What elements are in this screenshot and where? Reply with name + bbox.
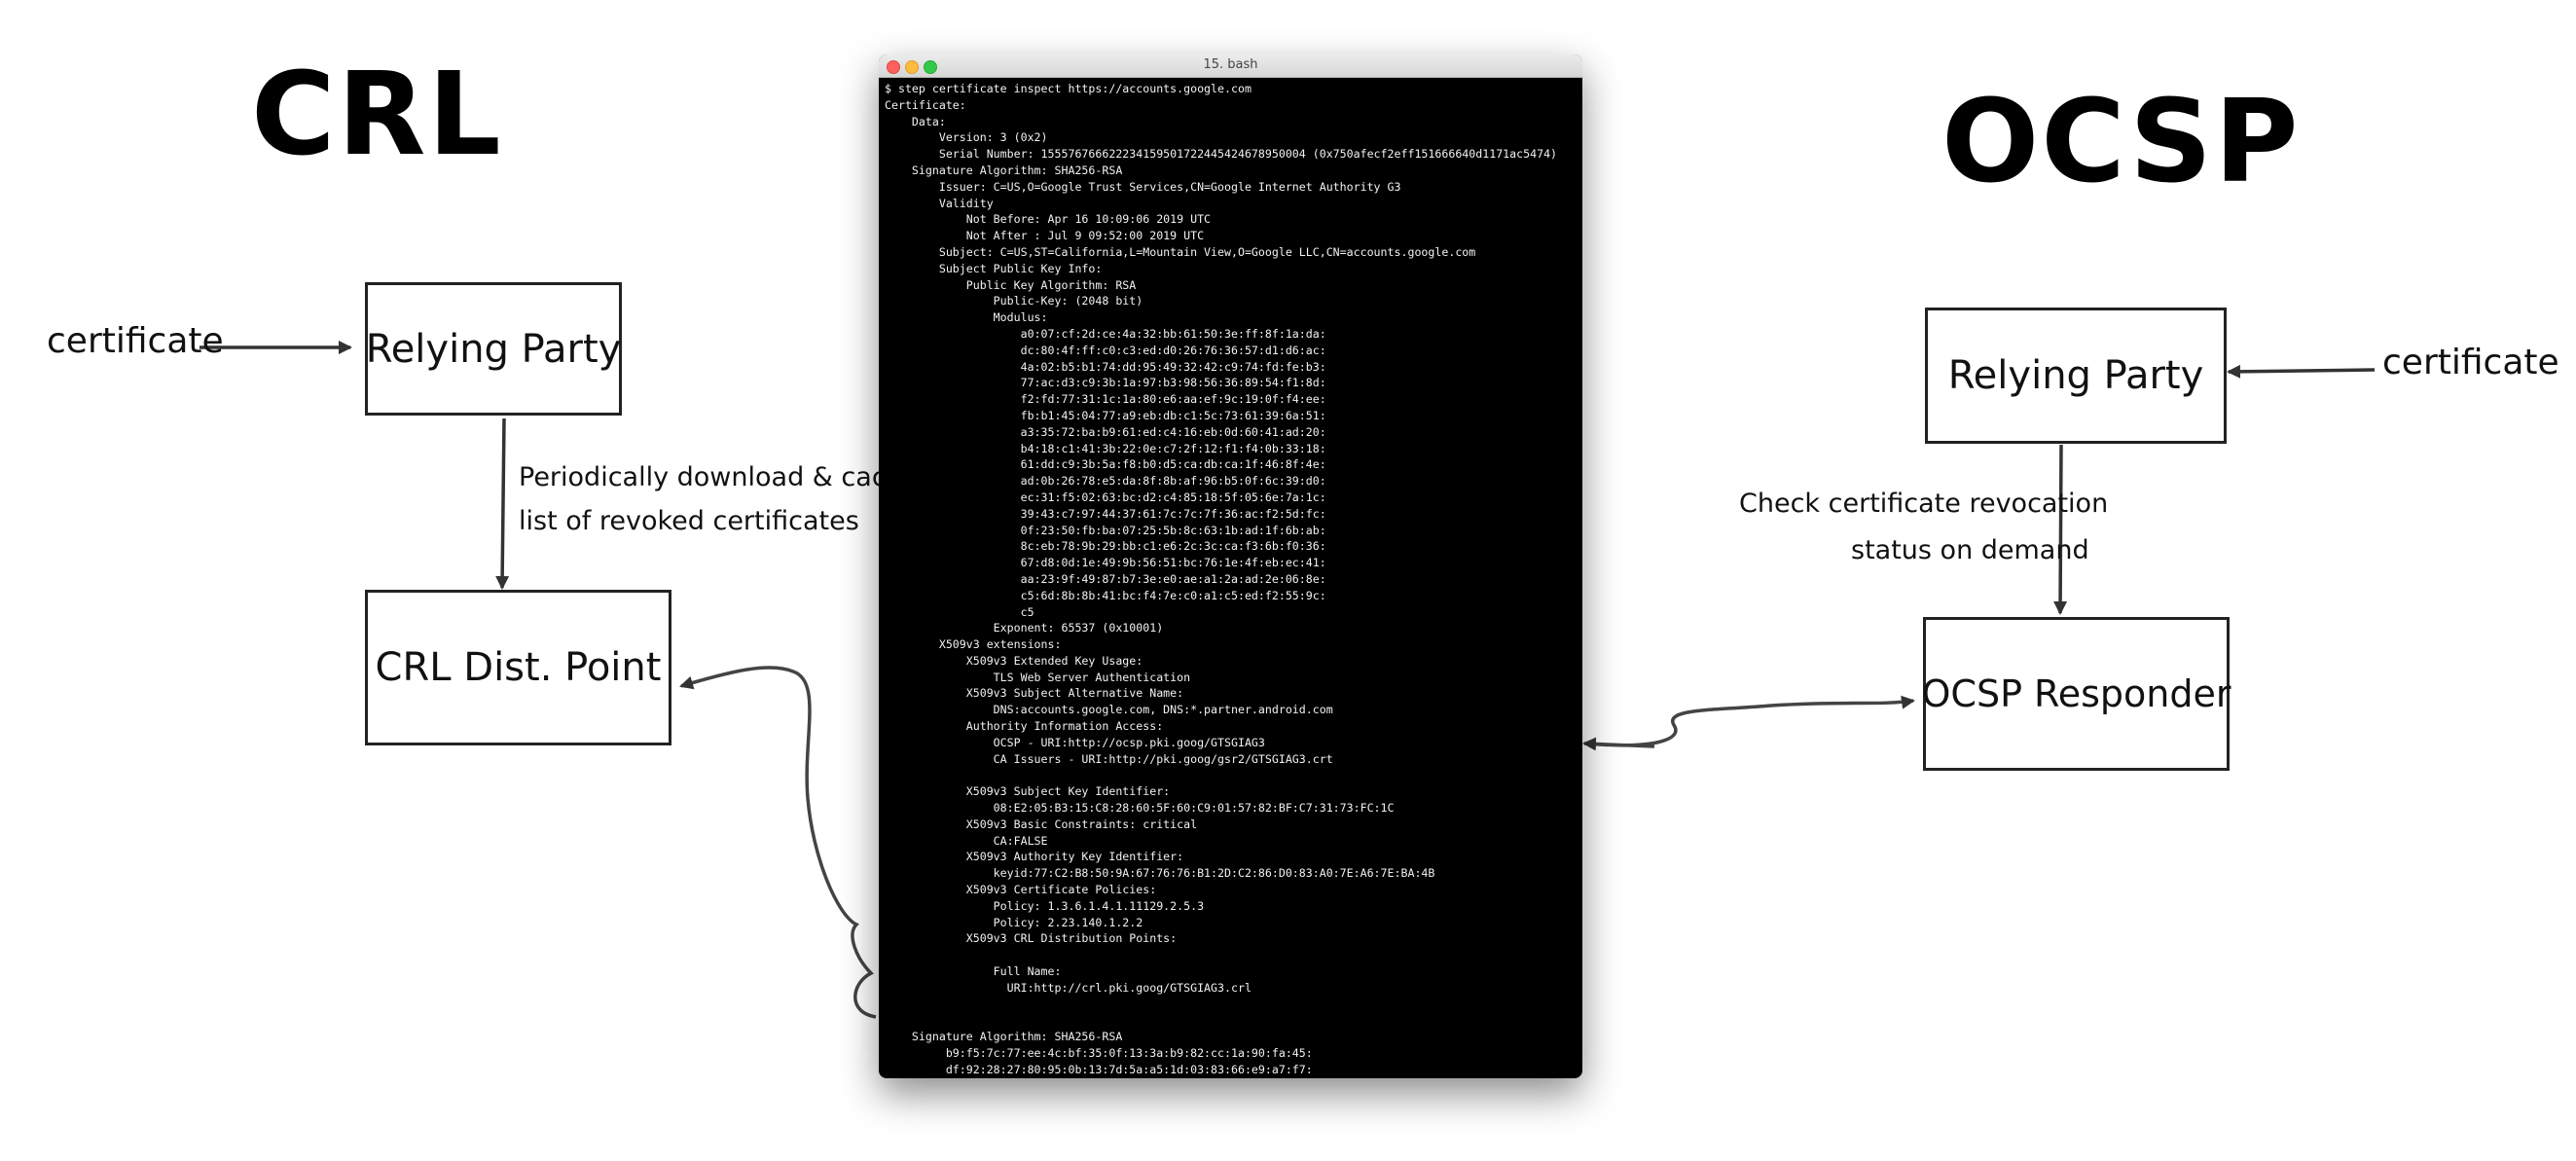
terminal-line: Subject Public Key Info:	[885, 261, 1103, 275]
terminal-line: a0:07:cf:2d:ce:4a:32:bb:61:50:3e:ff:8f:1…	[885, 326, 1326, 341]
terminal-line: $ step certificate inspect https://accou…	[885, 82, 1252, 95]
terminal-line: URI:http://crl.pki.goog/GTSGIAG3.crl	[885, 980, 1252, 995]
terminal-line	[885, 947, 1577, 963]
ocsp-responder-box: OCSP Responder	[1921, 617, 2231, 771]
terminal-line: X509v3 Authority Key Identifier:	[885, 850, 1184, 864]
terminal-line: 08:E2:05:B3:15:C8:28:60:5F:60:C9:01:57:8…	[885, 801, 1395, 816]
terminal-line: c5	[885, 604, 1034, 619]
terminal-line: 77:ac:d3:c9:3b:1a:97:b3:98:56:36:89:54:f…	[885, 376, 1326, 390]
terminal-line: Not Before: Apr 16 10:09:06 2019 UTC	[885, 212, 1212, 227]
terminal-line: X509v3 CRL Distribution Points:	[885, 931, 1178, 946]
maximize-window-icon[interactable]	[924, 60, 937, 74]
crl-dist-point-label: CRL Dist. Point	[375, 645, 662, 690]
terminal-line: f2:fd:77:31:1c:1a:80:e6:aa:ef:9c:19:0f:f…	[885, 392, 1326, 407]
crl-relying-party-label: Relying Party	[365, 326, 622, 372]
terminal-line: 67:d8:0d:1e:49:9b:56:51:bc:76:1e:4f:eb:e…	[885, 556, 1326, 570]
terminal-line: OCSP - URI:http://ocsp.pki.goog/GTSGIAG3	[885, 735, 1265, 749]
terminal-line: Policy: 2.23.140.1.2.2	[885, 915, 1143, 929]
terminal-line: X509v3 Certificate Policies:	[885, 883, 1157, 897]
crl-download-note-line2: list of revoked certificates	[519, 506, 859, 536]
terminal-line: 39:43:c7:97:44:37:61:7c:7c:7f:36:ac:f2:5…	[885, 506, 1326, 521]
ocsp-check-note-line2: status on demand	[1851, 535, 2089, 565]
ocsp-relying-party-box: Relying Party	[1925, 308, 2227, 444]
terminal-line: X509v3 Extended Key Usage:	[885, 653, 1143, 668]
terminal-output[interactable]: $ step certificate inspect https://accou…	[879, 78, 1582, 1078]
close-window-icon[interactable]	[887, 60, 900, 74]
terminal-line: 8c:eb:78:9b:29:bb:c1:e6:2c:3c:ca:f3:6b:f…	[885, 539, 1326, 554]
terminal-line: CA:FALSE	[885, 833, 1048, 848]
terminal-line: df:92:28:27:80:95:0b:13:7d:5a:a5:1d:03:8…	[885, 1062, 1313, 1076]
terminal-line	[885, 1012, 1577, 1029]
crl-dist-point-box: CRL Dist. Point	[365, 590, 671, 745]
ocsp-title: OCSP	[1941, 74, 2301, 208]
terminal-line: aa:23:9f:49:87:b7:3e:e0:ae:a1:2a:ad:2e:0…	[885, 571, 1326, 586]
terminal-line: Modulus:	[885, 310, 1048, 325]
terminal-line	[885, 767, 1577, 783]
terminal-line: Signature Algorithm: SHA256-RSA	[885, 163, 1123, 177]
crl-title: CRL	[251, 47, 503, 181]
terminal-line: c5:6d:8b:8b:41:bc:f4:7e:c0:a1:c5:ed:f2:5…	[885, 588, 1326, 602]
terminal-line: a3:35:72:ba:b9:61:ed:c4:16:eb:0d:60:41:a…	[885, 424, 1326, 439]
crl-relying-party-box: Relying Party	[365, 282, 622, 416]
terminal-line: Issuer: C=US,O=Google Trust Services,CN=…	[885, 179, 1401, 194]
terminal-line: Validity	[885, 196, 994, 210]
terminal-line: Authority Information Access:	[885, 719, 1164, 734]
terminal-title-bar[interactable]: 15. bash	[879, 54, 1582, 78]
terminal-line: Signature Algorithm: SHA256-RSA	[885, 1030, 1123, 1044]
terminal-line: Version: 3 (0x2)	[885, 130, 1048, 145]
terminal-line: CA Issuers - URI:http://pki.goog/gsr2/GT…	[885, 751, 1333, 766]
ocsp-uri-connector	[1585, 695, 1915, 747]
crl-certificate-label: certificate	[47, 321, 224, 361]
terminal-line: Exponent: 65537 (0x10001)	[885, 621, 1164, 635]
terminal-line	[885, 997, 1577, 1013]
terminal-line: DNS:accounts.google.com, DNS:*.partner.a…	[885, 703, 1333, 717]
terminal-line: Subject: C=US,ST=California,L=Mountain V…	[885, 244, 1476, 259]
crl-uri-connector	[679, 666, 877, 1019]
terminal-line: Not After : Jul 9 09:52:00 2019 UTC	[885, 229, 1205, 243]
terminal-line: TLS Web Server Authentication	[885, 670, 1191, 684]
terminal-line: fb:b1:45:04:77:a9:eb:db:c1:5c:73:61:39:6…	[885, 408, 1326, 422]
ocsp-certificate-label: certificate	[2382, 343, 2559, 382]
ocsp-certificate-arrow	[2227, 364, 2376, 379]
terminal-line: Policy: 1.3.6.1.4.1.11129.2.5.3	[885, 898, 1205, 913]
terminal-line: X509v3 extensions:	[885, 637, 1062, 652]
minimize-window-icon[interactable]	[905, 60, 919, 74]
terminal-line: b4:18:c1:41:3b:22:0e:c7:2f:12:f1:f4:0b:3…	[885, 441, 1326, 455]
terminal-line: ec:31:f5:02:63:bc:d2:c4:85:18:5f:05:6e:7…	[885, 490, 1326, 504]
ocsp-relying-party-label: Relying Party	[1947, 353, 2204, 398]
crl-download-arrow	[495, 417, 510, 590]
terminal-line: Data:	[885, 114, 946, 128]
terminal-line: 0f:23:50:fb:ba:07:25:5b:8c:63:1b:ad:1f:6…	[885, 523, 1326, 537]
terminal-line: b9:f5:7c:77:ee:4c:bf:35:0f:13:3a:b9:82:c…	[885, 1046, 1313, 1061]
ocsp-responder-label: OCSP Responder	[1921, 672, 2231, 715]
crl-download-note-line1: Periodically download & cache	[519, 462, 920, 492]
terminal-window[interactable]: 15. bash $ step certificate inspect http…	[879, 54, 1582, 1078]
terminal-line: Full Name:	[885, 964, 1062, 979]
terminal-line: Certificate:	[885, 97, 966, 112]
ocsp-check-arrow	[2053, 444, 2068, 615]
terminal-line: X509v3 Basic Constraints: critical	[885, 816, 1198, 831]
terminal-line: ad:0b:26:78:e5:da:8f:8b:af:96:b5:0f:6c:3…	[885, 474, 1326, 489]
terminal-line: 61:dd:c9:3b:5a:f8:b0:d5:ca:db:ca:1f:46:8…	[885, 457, 1326, 472]
terminal-title: 15. bash	[1203, 57, 1258, 72]
terminal-line: Serial Number: 1555767666222341595017224…	[885, 147, 1558, 162]
terminal-line: X509v3 Subject Alternative Name:	[885, 686, 1184, 701]
terminal-line: X509v3 Subject Key Identifier:	[885, 784, 1171, 799]
ocsp-check-note-line1: Check certificate revocation	[1739, 489, 2109, 519]
terminal-line: dc:80:4f:ff:c0:c3:ed:d0:26:76:36:57:d1:d…	[885, 343, 1326, 357]
terminal-line: 4a:02:b5:b1:74:dd:95:49:32:42:c9:74:fd:f…	[885, 359, 1326, 374]
terminal-line: Public Key Algorithm: RSA	[885, 277, 1137, 292]
terminal-line: keyid:77:C2:B8:50:9A:67:76:76:B1:2D:C2:8…	[885, 866, 1435, 881]
terminal-line: Public-Key: (2048 bit)	[885, 294, 1143, 308]
